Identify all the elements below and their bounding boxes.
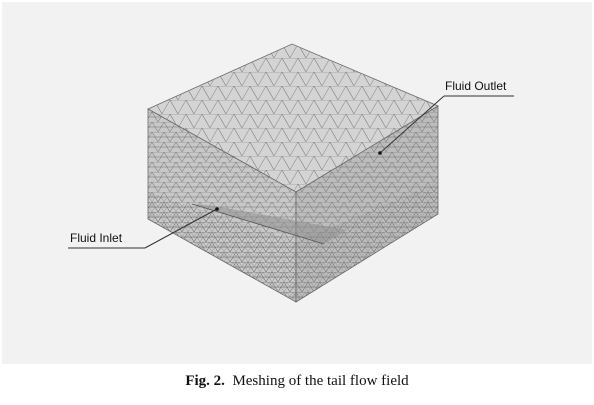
figure-caption: Fig. 2. Meshing of the tail flow field [0, 373, 594, 390]
fluid-outlet-label: Fluid Outlet [445, 79, 507, 93]
outlet-marker [378, 151, 382, 155]
inlet-slot [192, 204, 347, 244]
figure-panel: Fluid Outlet Fluid Inlet [2, 2, 592, 364]
mesh-right-face-fine [296, 182, 438, 302]
inlet-marker [215, 207, 219, 211]
inlet-leader-diagonal [144, 208, 218, 249]
mesh-left-face-fine [148, 192, 296, 302]
figure-caption-text: Meshing of the tail flow field [232, 373, 409, 389]
outlet-leader-diagonal [379, 95, 445, 154]
fluid-inlet-label: Fluid Inlet [70, 231, 123, 245]
mesh-diagram [68, 43, 514, 303]
mesh-top-face-pattern [148, 44, 438, 192]
figure-number: Fig. 2. [185, 373, 225, 389]
